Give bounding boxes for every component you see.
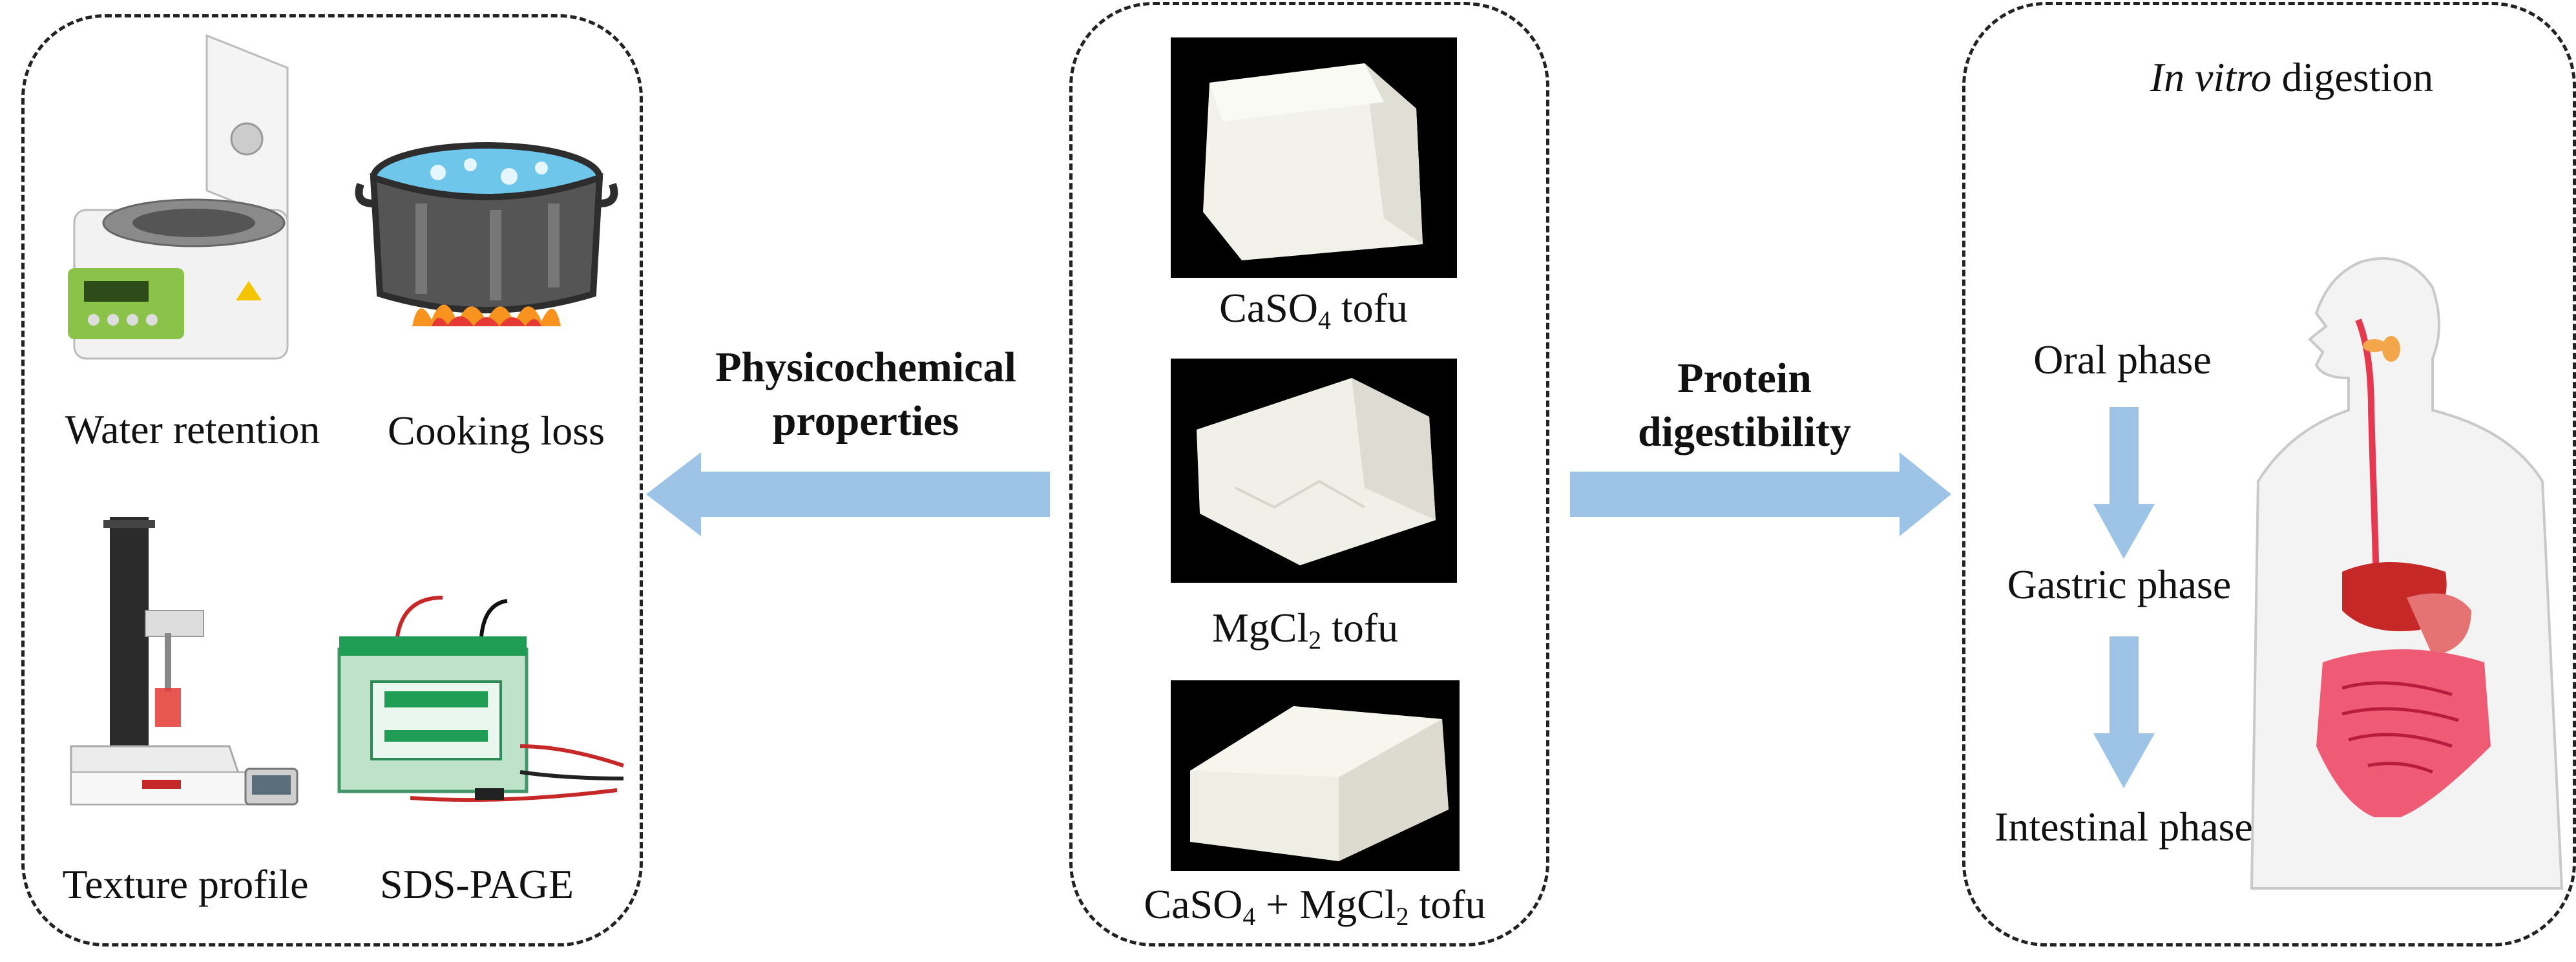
caso4-mgcl2-tofu-label: CaSO4 + MgCl2 tofu (1144, 881, 1486, 932)
oral-phase-label: Oral phase (2033, 337, 2212, 382)
left-panel (21, 14, 643, 946)
intestinal-phase-label: Intestinal phase (1995, 804, 2253, 850)
caso4-mgcl2-tofu-image (1171, 680, 1460, 871)
water-retention-label: Water retention (65, 406, 320, 452)
right-arrow (1570, 452, 1951, 536)
gastric-phase-label: Gastric phase (2007, 561, 2232, 607)
caso4-tofu-label: CaSO4 tofu (1219, 285, 1408, 335)
centrifuge-icon (68, 34, 289, 360)
left-arrow (646, 452, 1050, 536)
cooking-loss-label: Cooking loss (387, 408, 605, 454)
center-panel (1069, 2, 1549, 946)
right-panel (1962, 2, 2576, 946)
caso4-tofu-image (1171, 37, 1457, 278)
mgcl2-tofu-image (1171, 359, 1457, 583)
texture-analyzer-icon (70, 517, 298, 806)
in-vitro-digestion-title: In vitro digestion (2150, 54, 2434, 100)
texture-profile-label: Texture profile (62, 861, 309, 907)
electrophoresis-tank-icon (337, 596, 624, 802)
sds-page-label: SDS-PAGE (380, 861, 574, 907)
oral-to-gastric-arrow (2093, 407, 2155, 559)
gastric-to-intestinal-arrow (2093, 636, 2155, 788)
boiling-pot-icon (355, 142, 618, 326)
digestive-system-icon (2250, 257, 2564, 890)
mgcl2-tofu-label: MgCl2 tofu (1211, 605, 1399, 655)
